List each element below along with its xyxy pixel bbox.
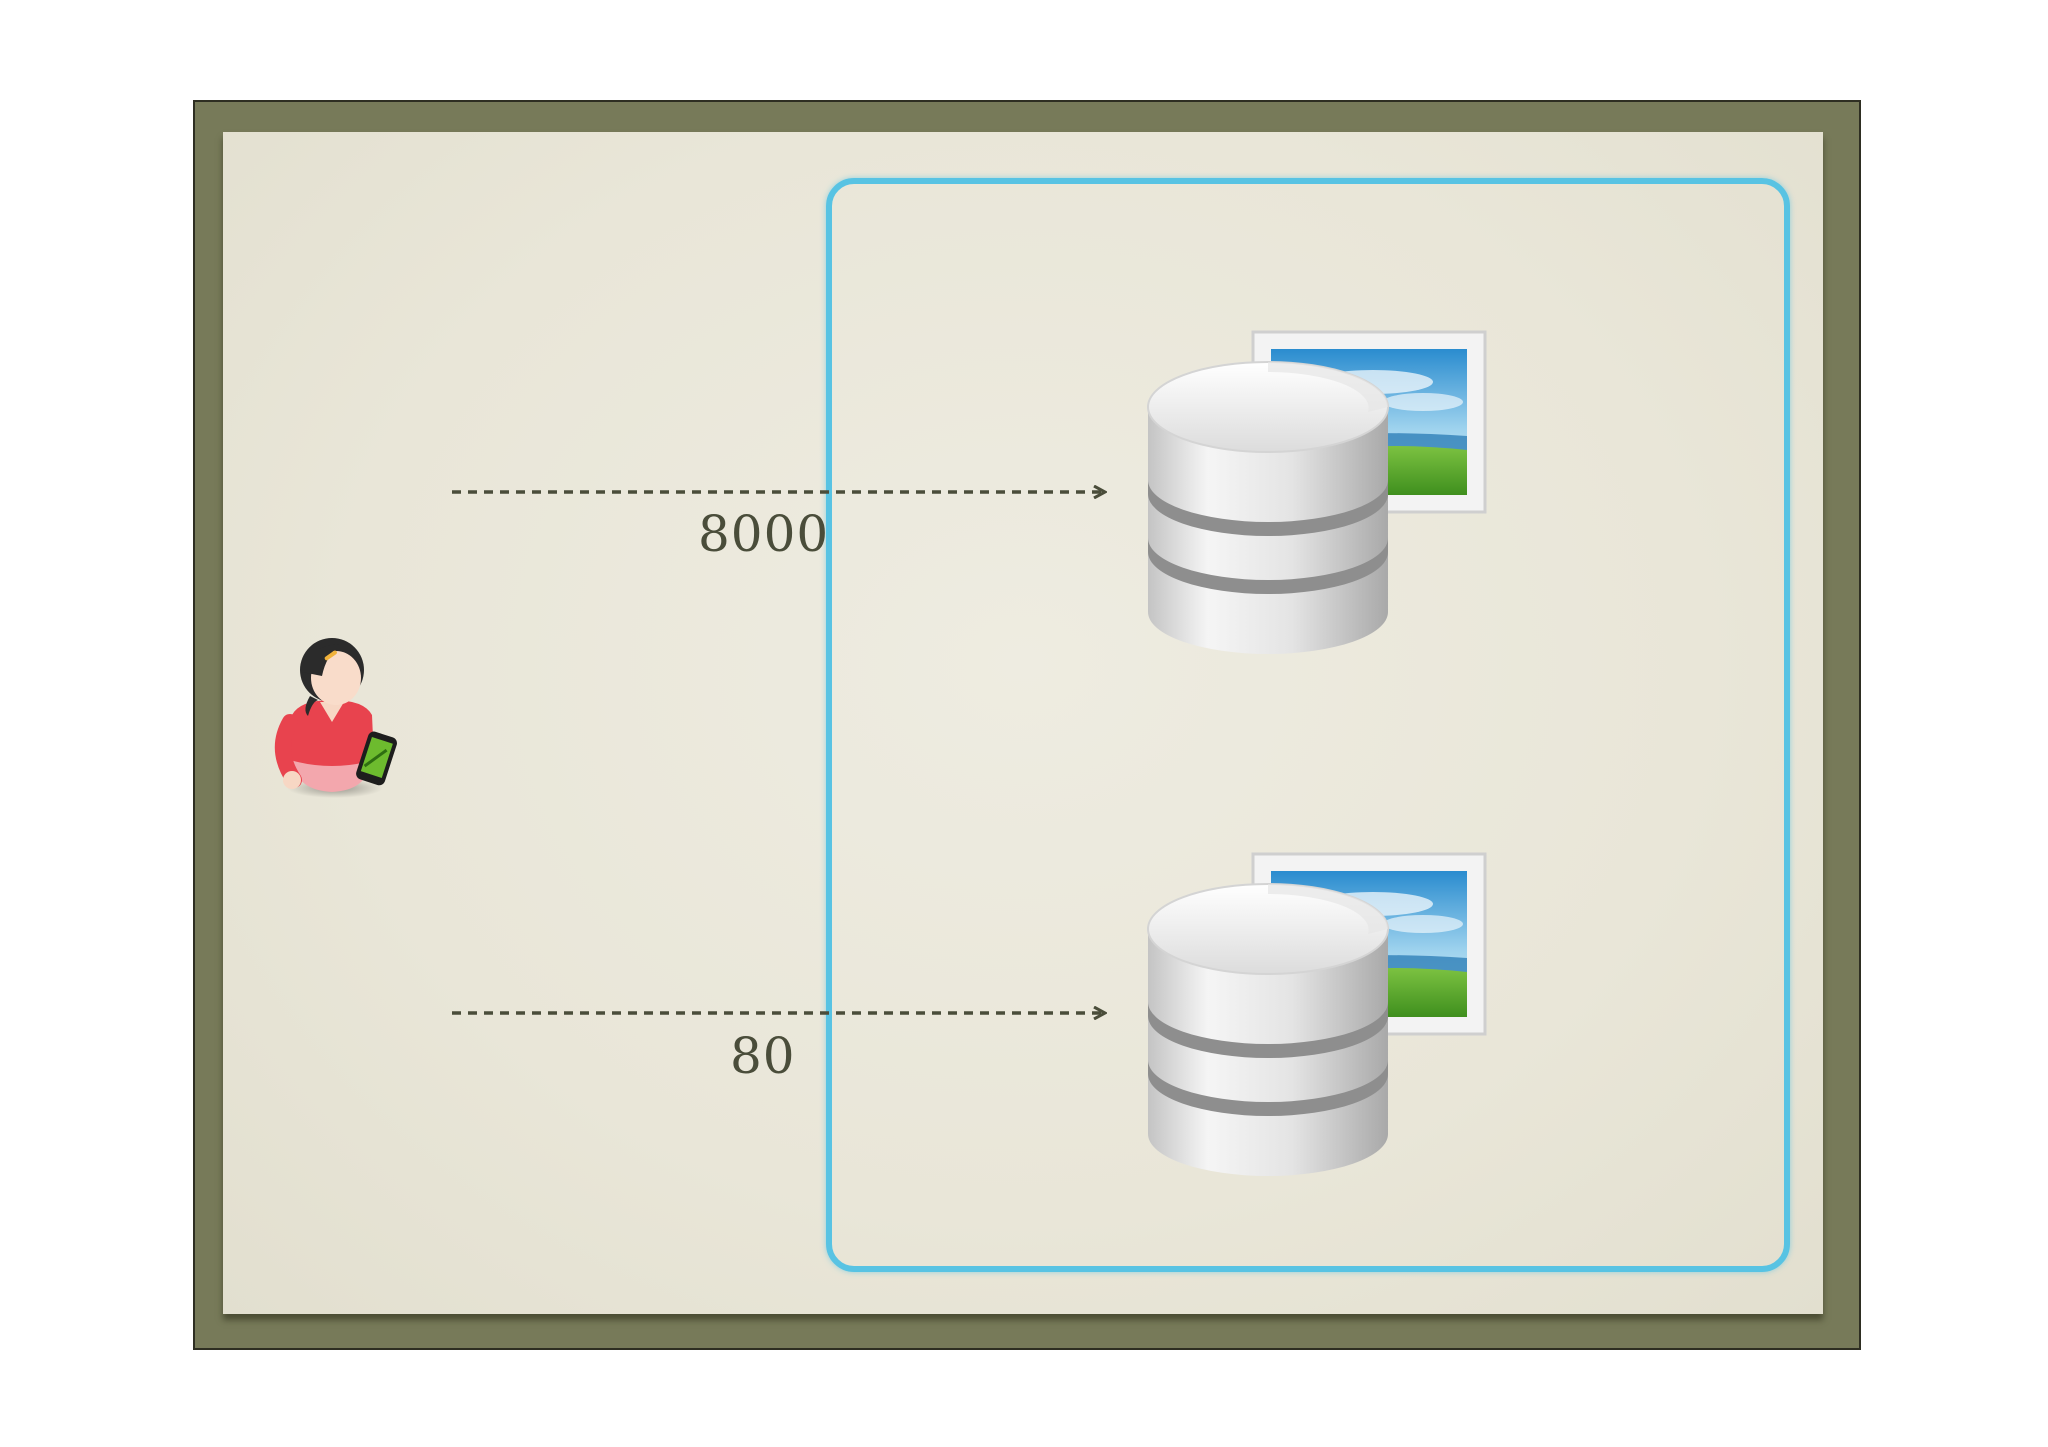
port-label-80: 80 (730, 1027, 796, 1085)
server-database-bottom-icon (1146, 852, 1487, 1178)
server-database-top-icon (1146, 330, 1487, 656)
client-person-icon (274, 638, 397, 798)
server-boundary (826, 178, 1790, 1272)
port-label-8000: 8000 (698, 505, 830, 563)
paper-background (223, 132, 1823, 1314)
